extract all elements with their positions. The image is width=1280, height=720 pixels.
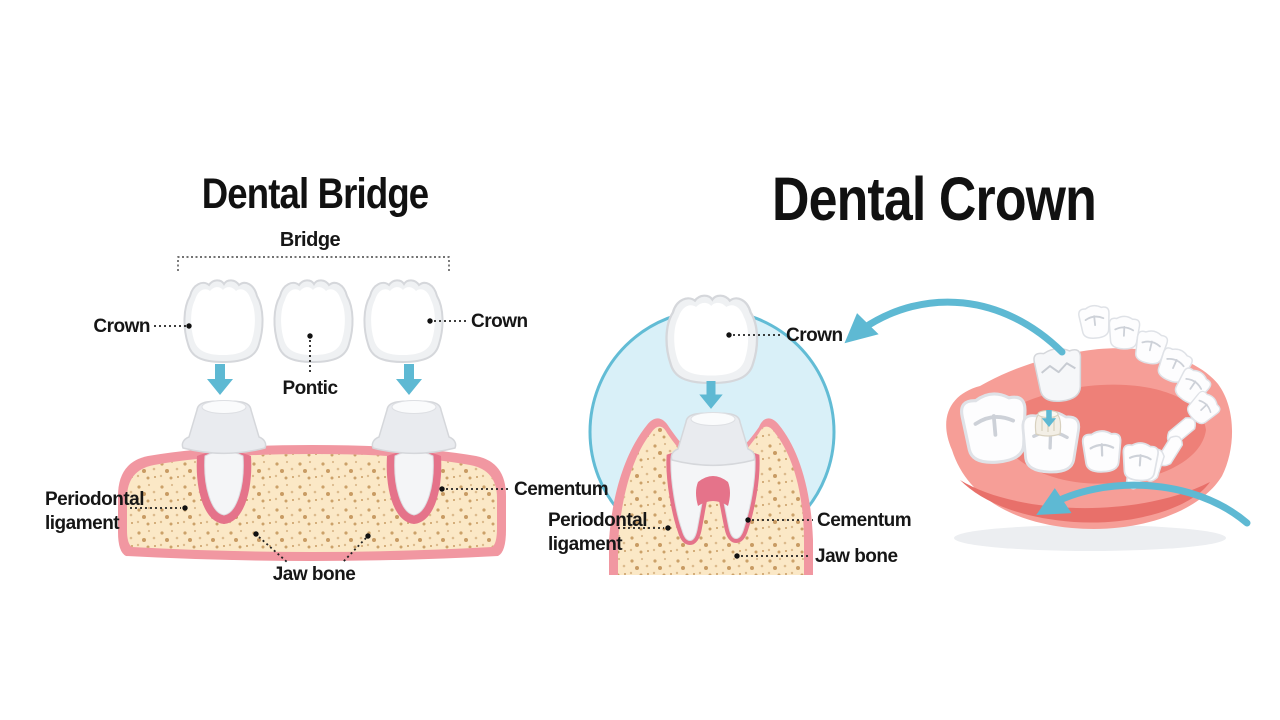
periodontal-mid-label: Periodontal ligament [548,510,648,555]
jaw-shadow [954,525,1226,551]
abutment-prep-2 [371,399,457,454]
jawbone-left-label: Jaw bone [272,564,356,585]
left-title: Dental Bridge [201,170,429,218]
leader-dots [182,318,751,559]
abutment-root-2 [386,450,442,524]
leader-jawbone-left-1 [258,536,288,563]
cementum-mid-label: Cementum [817,510,912,531]
abutment-prep-1 [181,399,267,454]
curved-arrow-top-icon [834,298,1066,356]
jaw-illustration [946,303,1233,551]
bridge-crown-1 [183,279,264,363]
bridge-label: Bridge [279,229,341,251]
leader-lines [130,320,813,563]
right-title: Dental Crown [772,165,1097,233]
down-arrow-icon [396,364,422,395]
bridge-bracket [177,256,450,271]
gingival-arch [696,476,730,506]
pontic-label: Pontic [282,378,338,399]
bridge-crown-2-pontic [273,279,354,363]
jawbone-mid-label: Jaw bone [815,546,898,567]
crown-right-label: Crown [471,311,528,332]
crown-left-label: Crown [93,316,150,337]
crown-mid-label: Crown [786,325,843,346]
abutment-root-1 [196,450,252,524]
floating-molar-crown [1033,347,1082,402]
leader-jawbone-left-2 [342,537,367,563]
down-arrow-icon [207,364,233,395]
periodontal-left-label: Periodontal ligament [45,489,145,534]
bridge-jawbone-section [118,445,506,561]
crown-tooth-root [666,447,760,545]
cementum-left-label: Cementum [514,479,609,500]
bridge-illustration [118,256,506,561]
floating-crown [665,294,759,385]
crown-illustration [588,294,836,575]
curved-arrow-bottom-icon [1029,481,1251,529]
